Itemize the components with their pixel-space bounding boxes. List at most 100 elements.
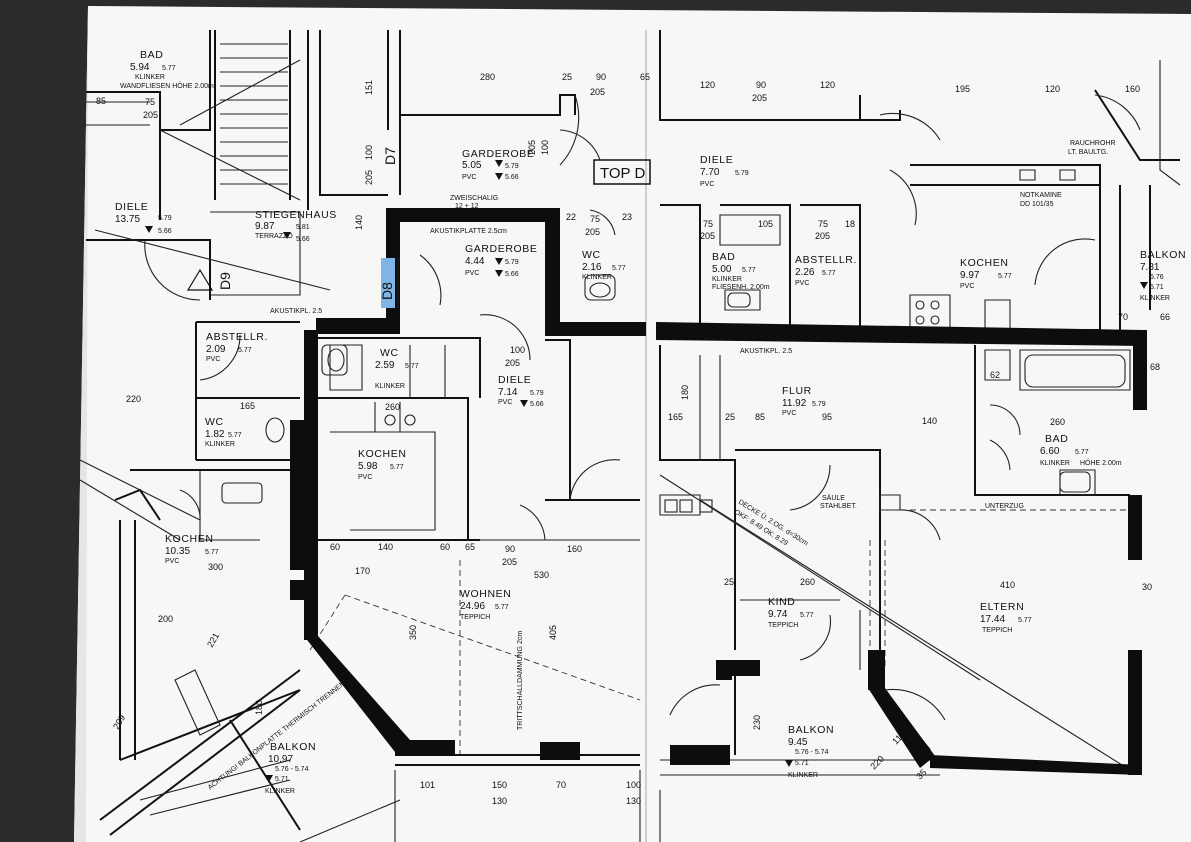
svg-text:PVC: PVC xyxy=(498,399,512,406)
trittschall-label: TRITTSCHALLDAMMUNG 2cm xyxy=(517,631,524,730)
svg-text:PVC: PVC xyxy=(462,174,476,181)
room-kochen-2: KOCHEN 5.98 5.77 PVC xyxy=(358,448,406,481)
svg-text:5.05: 5.05 xyxy=(462,160,482,171)
svg-text:205: 205 xyxy=(752,93,767,103)
svg-text:60: 60 xyxy=(440,542,450,552)
room-kochen-3: KOCHEN 10.35 5.77 PVC xyxy=(165,533,219,565)
thick-walls xyxy=(290,208,1147,775)
svg-text:4.44: 4.44 xyxy=(465,256,485,267)
svg-text:230: 230 xyxy=(752,715,762,730)
svg-text:PVC: PVC xyxy=(165,558,179,565)
svg-text:90: 90 xyxy=(756,80,766,90)
svg-text:10.35: 10.35 xyxy=(165,546,190,557)
svg-text:405: 405 xyxy=(548,625,558,640)
room-abstellraum-2: ABSTELLR. 2.09 5.77 PVC xyxy=(206,331,267,363)
dimension-labels: 280 25 90 205 65 120 90 205 120 195 120 … xyxy=(96,72,1170,806)
svg-text:5.79: 5.79 xyxy=(735,170,749,177)
svg-text:WC: WC xyxy=(380,347,399,359)
svg-text:195: 195 xyxy=(955,84,970,94)
room-bad-3: BAD 6.60 5.77 KLINKER HÖHE 2.00m xyxy=(1040,433,1122,467)
door-swings xyxy=(144,94,1141,721)
saeule-label-1: SÄULE xyxy=(822,494,845,502)
svg-text:90: 90 xyxy=(505,544,515,554)
svg-text:5.77: 5.77 xyxy=(800,612,814,619)
plan-labels: TOP D D7 D8 D9 STIEGENHAUS 9.87 TERRAZZO… xyxy=(96,49,1186,806)
svg-text:140: 140 xyxy=(378,542,393,552)
svg-text:165: 165 xyxy=(668,412,683,422)
akustik-left-label: AKUSTIKPL. 2.5 xyxy=(270,308,322,315)
svg-text:KLINKER: KLINKER xyxy=(582,274,612,281)
svg-text:5.71: 5.71 xyxy=(1150,284,1164,291)
svg-text:410: 410 xyxy=(1000,580,1015,590)
svg-text:25: 25 xyxy=(562,72,572,82)
svg-text:5.71: 5.71 xyxy=(275,776,289,783)
door-d8-highlight xyxy=(381,258,395,308)
svg-text:30: 30 xyxy=(1142,582,1152,592)
svg-text:260: 260 xyxy=(385,402,400,412)
svg-text:205: 205 xyxy=(143,110,158,120)
svg-text:5.77: 5.77 xyxy=(1075,449,1089,456)
staircase-name: STIEGENHAUS xyxy=(255,209,337,221)
svg-text:70: 70 xyxy=(1118,312,1128,322)
svg-text:100: 100 xyxy=(510,345,525,355)
svg-text:KLINKER: KLINKER xyxy=(205,441,235,448)
svg-text:5.79: 5.79 xyxy=(812,401,826,408)
room-flur: FLUR 11.92 5.79 PVC xyxy=(782,385,826,417)
zweischalig-label: ZWEISCHALIG xyxy=(450,195,498,202)
svg-text:100: 100 xyxy=(540,140,550,155)
svg-text:7.14: 7.14 xyxy=(498,387,518,398)
room-wc-2: WC 2.59 5.77 KLINKER xyxy=(375,347,419,390)
svg-text:205: 205 xyxy=(700,231,715,241)
svg-text:PVC: PVC xyxy=(465,270,479,277)
svg-text:75: 75 xyxy=(818,219,828,229)
svg-text:GARDEROBE: GARDEROBE xyxy=(465,243,538,255)
svg-text:205: 205 xyxy=(502,557,517,567)
svg-text:24.96: 24.96 xyxy=(460,601,485,612)
svg-text:5.77: 5.77 xyxy=(228,432,242,439)
svg-text:7.70: 7.70 xyxy=(700,167,720,178)
svg-text:9.45: 9.45 xyxy=(788,737,808,748)
svg-text:150: 150 xyxy=(492,780,507,790)
staircase-level: 5.81 xyxy=(296,224,310,231)
notkamine-label-2: DD 101/35 xyxy=(1020,201,1054,208)
svg-text:5.76 - 5.74: 5.76 - 5.74 xyxy=(795,749,829,756)
svg-text:5.98: 5.98 xyxy=(358,461,378,472)
svg-text:KLINKER: KLINKER xyxy=(375,383,405,390)
svg-text:5.77: 5.77 xyxy=(1018,617,1032,624)
staircase-floor: TERRAZZO xyxy=(255,233,293,240)
svg-text:BALKON: BALKON xyxy=(788,724,834,736)
door-label-d8: D8 xyxy=(379,282,395,300)
svg-text:205: 205 xyxy=(505,358,520,368)
svg-text:KOCHEN: KOCHEN xyxy=(165,533,214,545)
svg-text:DIELE: DIELE xyxy=(115,201,148,213)
svg-text:PVC: PVC xyxy=(782,410,796,417)
svg-text:120: 120 xyxy=(1045,84,1060,94)
svg-text:5.77: 5.77 xyxy=(238,347,252,354)
room-abstellraum-1: ABSTELLR. 2.26 5.77 PVC xyxy=(795,254,856,287)
svg-text:205: 205 xyxy=(815,231,830,241)
svg-text:160: 160 xyxy=(567,544,582,554)
paper-sheet xyxy=(74,6,1191,842)
svg-text:25: 25 xyxy=(724,577,734,587)
svg-text:130: 130 xyxy=(626,796,641,806)
svg-text:10.97: 10.97 xyxy=(268,754,293,765)
room-garderobe-2: GARDEROBE 4.44 5.79 5.66 PVC xyxy=(465,243,538,278)
room-wc-3: WC 1.82 5.77 KLINKER xyxy=(205,416,242,448)
svg-text:5.77: 5.77 xyxy=(390,464,404,471)
svg-text:205: 205 xyxy=(585,227,600,237)
akustik-right-label: AKUSTIKPL. 2.5 xyxy=(740,348,792,355)
svg-text:200: 200 xyxy=(158,614,173,624)
svg-text:2.16: 2.16 xyxy=(582,262,602,273)
svg-text:220: 220 xyxy=(126,394,141,404)
svg-text:WC: WC xyxy=(205,416,224,428)
door-label-d9: D9 xyxy=(217,272,233,290)
level-markers xyxy=(145,160,1148,782)
svg-text:25: 25 xyxy=(725,412,735,422)
svg-text:180: 180 xyxy=(680,385,690,400)
room-balkon-2: BALKON 9.45 5.76 - 5.74 5.71 KLINKER xyxy=(788,724,834,779)
svg-text:300: 300 xyxy=(208,562,223,572)
svg-text:KLINKER: KLINKER xyxy=(1040,460,1070,467)
svg-text:2.09: 2.09 xyxy=(206,344,226,355)
room-balkon-1: BALKON 7.81 5.76 5.71 KLINKER xyxy=(1140,249,1186,302)
